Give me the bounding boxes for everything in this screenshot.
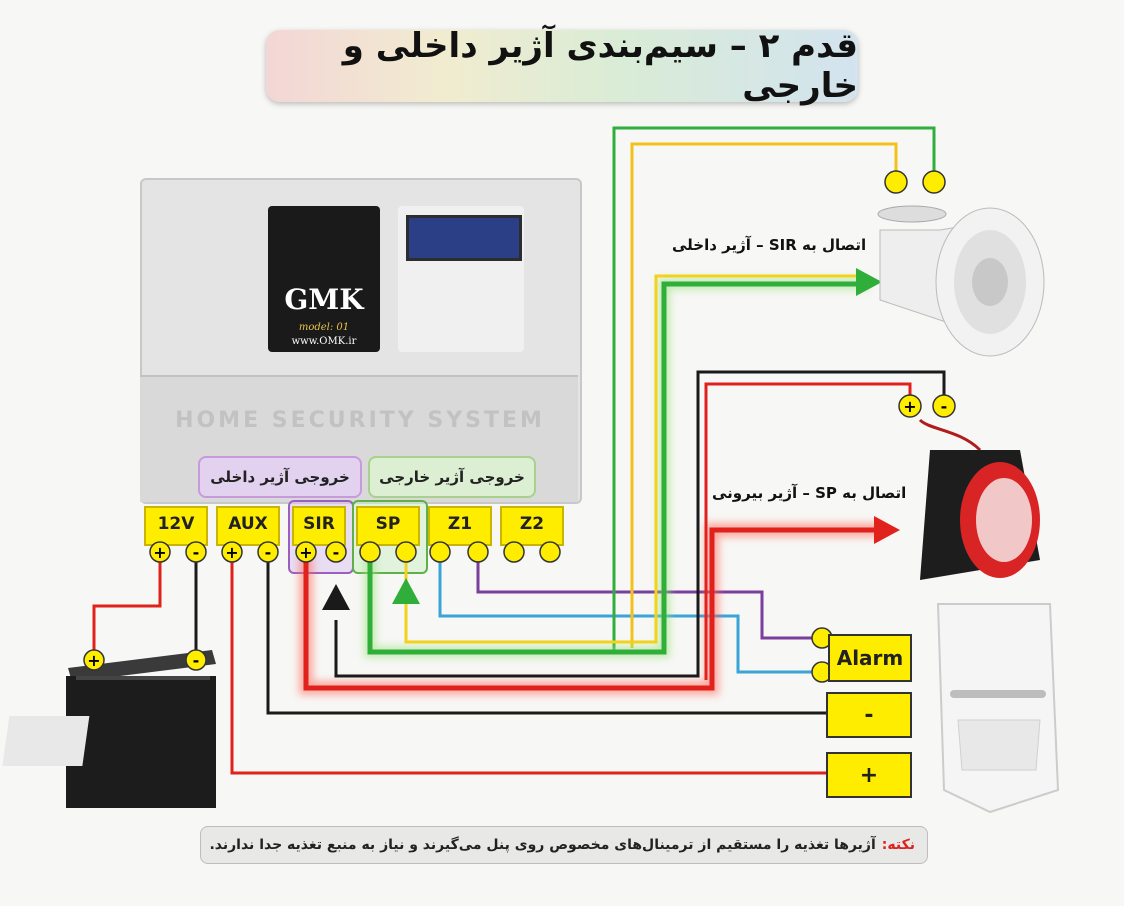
sp-yellow-wire bbox=[404, 274, 860, 644]
svg-text:-: - bbox=[193, 543, 200, 562]
terminal-connectors bbox=[149, 541, 561, 563]
detector-plus-box: + bbox=[826, 752, 912, 798]
panel-front-plate bbox=[268, 206, 380, 352]
sp-up-arrow bbox=[392, 578, 420, 604]
note-box: نکته: آژیرها تغذیه را مستقیم از ترمینال‌… bbox=[200, 826, 928, 864]
sir-red-glow bbox=[299, 523, 880, 695]
terminal-z2: Z2 bbox=[500, 506, 564, 546]
terminal-aux: AUX bbox=[216, 506, 280, 546]
sp-green-glow bbox=[364, 278, 868, 658]
external-siren-output-label: خروجی آژیر خارجی bbox=[368, 456, 536, 498]
panel-engraving: HOME SECURITY SYSTEM bbox=[175, 408, 545, 433]
note-prefix: نکته: bbox=[881, 837, 915, 853]
aux-black-wire bbox=[266, 552, 826, 715]
terminal-sp: SP bbox=[356, 506, 420, 546]
svg-text:+: + bbox=[87, 651, 100, 670]
panel-model: model: 01 bbox=[298, 322, 350, 333]
svg-text:-: - bbox=[941, 397, 948, 416]
svg-text:-: - bbox=[333, 543, 340, 562]
terminal-signs: + - + - + - bbox=[153, 543, 339, 562]
horn-green-wire bbox=[612, 126, 936, 652]
terminal-z1: Z1 bbox=[428, 506, 492, 546]
terminal-sir: SIR bbox=[292, 506, 346, 546]
panel-lcd bbox=[406, 215, 522, 261]
svg-text:-: - bbox=[193, 651, 200, 670]
sir-black-wire bbox=[334, 370, 946, 678]
sir-red-thin-wire bbox=[704, 382, 912, 680]
internal-siren-output-label: خروجی آژیر داخلی bbox=[198, 456, 362, 498]
z1-purple-wire bbox=[476, 552, 820, 640]
internal-siren-horn bbox=[877, 170, 1045, 357]
panel-brand: GMK bbox=[284, 283, 364, 316]
sp-connection-callout: اتصال به SP – آژیر بیرونی bbox=[712, 484, 907, 502]
svg-text:+: + bbox=[299, 543, 312, 562]
sir-red-wire bbox=[303, 527, 876, 691]
battery-red-wire bbox=[92, 552, 162, 656]
svg-text:+: + bbox=[903, 397, 916, 416]
z1-blue-wire bbox=[438, 552, 820, 674]
battery: + - bbox=[2, 649, 216, 808]
detector-minus-box: - bbox=[826, 692, 912, 738]
alarm-box: Alarm bbox=[828, 634, 912, 682]
terminal-12v: 12V bbox=[144, 506, 208, 546]
external-siren: + - bbox=[898, 394, 1040, 580]
sir-connection-callout: اتصال به SIR – آژیر داخلی bbox=[672, 236, 867, 254]
aux-red-wire bbox=[230, 552, 826, 775]
sir-callout-arrow bbox=[856, 268, 882, 296]
diagram-title: قدم ۲ – سیم‌بندی آژیر داخلی و خارجی bbox=[342, 26, 858, 106]
svg-text:+: + bbox=[225, 543, 238, 562]
sir-up-arrow bbox=[322, 584, 350, 610]
sp-green-wire bbox=[367, 281, 860, 655]
svg-text:-: - bbox=[265, 543, 272, 562]
horn-yellow-wire bbox=[630, 142, 898, 648]
sp-callout-arrow bbox=[874, 516, 900, 544]
title-banner: قدم ۲ – سیم‌بندی آژیر داخلی و خارجی bbox=[266, 26, 858, 106]
svg-text:+: + bbox=[153, 543, 166, 562]
panel-website: www.OMK.ir bbox=[291, 336, 357, 347]
pir-detector bbox=[936, 603, 1060, 814]
note-text: آژیرها تغذیه را مستقیم از ترمینال‌های مخ… bbox=[209, 837, 876, 853]
